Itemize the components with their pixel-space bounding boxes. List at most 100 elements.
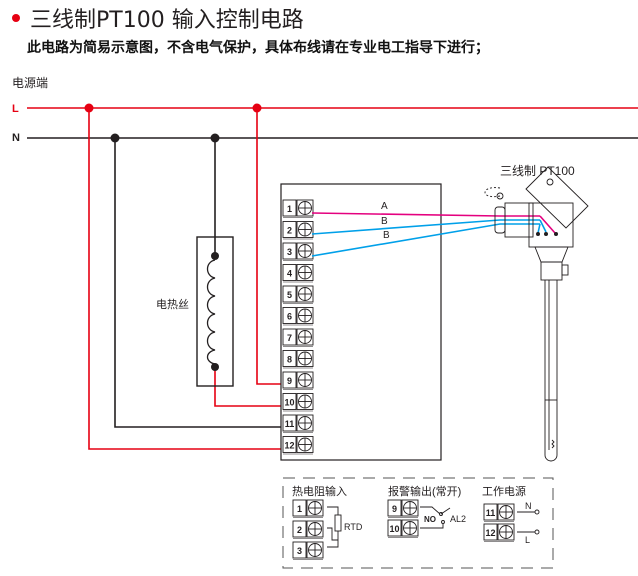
legend-power-title: 工作电源 <box>482 484 526 498</box>
neutral-line-label: N <box>12 132 20 144</box>
terminal-number: 5 <box>287 290 292 300</box>
heater-label: 电热丝 <box>156 298 189 311</box>
terminal-number-box <box>282 221 297 238</box>
page-title-text: 三线制PT100 输入控制电路 <box>30 8 304 33</box>
terminal-number-box <box>282 285 297 303</box>
terminal-number-box <box>292 499 307 517</box>
terminal-number: 9 <box>392 504 397 514</box>
legend-alarm-title: 报警输出(常开) <box>388 484 461 498</box>
terminal-number: 6 <box>287 312 292 322</box>
terminal-number-box <box>282 242 297 260</box>
wire-label-a: A <box>381 201 388 212</box>
legend-alarm-terminal-10[interactable]: 10 <box>387 519 419 538</box>
wire-live-to-12 <box>88 108 290 450</box>
wire-neutral-to-11 <box>114 138 290 428</box>
bullet-dot-icon <box>12 14 20 22</box>
power-supply-lines <box>517 509 540 535</box>
terminal-number-box <box>282 264 297 281</box>
terminal-number: 2 <box>287 226 292 236</box>
sensor-head-cover <box>525 166 589 229</box>
controller-terminal-1[interactable]: 1 <box>282 199 314 218</box>
legend-power-terminal-12[interactable]: 12 <box>483 523 515 542</box>
rtd-label: RTD <box>344 522 363 532</box>
sensor-head-inlet <box>504 202 534 238</box>
sensor-terminal-3 <box>554 232 558 236</box>
alarm-name-al2: AL2 <box>450 514 466 524</box>
controller-terminal-2[interactable]: 2 <box>282 221 314 240</box>
heater-element <box>196 236 234 387</box>
wire-live-to-9 <box>256 108 290 385</box>
sensor-wire-a-inner <box>539 215 556 234</box>
power-source-label: 电源端 <box>12 76 49 90</box>
wire-label-b1: B <box>381 216 388 227</box>
sensor-probe <box>544 280 558 462</box>
terminal-number: 7 <box>287 333 292 343</box>
rtd-symbol <box>327 506 342 548</box>
terminal-number-box <box>387 499 402 517</box>
controller-terminal-3[interactable]: 3 <box>282 242 314 261</box>
controller-terminal-12[interactable]: 12 <box>282 436 314 455</box>
pt100-sensor-icon <box>484 166 589 462</box>
terminal-number-box <box>282 371 297 389</box>
legend-alarm-terminal-9[interactable]: 9 <box>387 499 419 518</box>
terminal-number: 10 <box>284 398 294 408</box>
heater-coil-icon <box>206 259 216 365</box>
terminal-number-box <box>282 199 297 217</box>
terminal-number: 11 <box>285 419 295 429</box>
legend-rtd-terminal-1[interactable]: 1 <box>292 499 324 518</box>
sensor-screw-2 <box>546 178 554 186</box>
terminal-number-box <box>387 519 402 537</box>
controller-terminal-4[interactable]: 4 <box>282 264 314 283</box>
terminal-number: 1 <box>287 204 292 214</box>
terminal-number-box <box>282 393 297 410</box>
terminal-number: 3 <box>287 247 292 257</box>
sensor-chain <box>484 187 501 198</box>
controller-terminal-6[interactable]: 6 <box>282 307 314 326</box>
terminal-number: 4 <box>287 269 292 279</box>
sensor-element-icon <box>551 439 555 449</box>
terminal-number: 11 <box>486 508 496 518</box>
controller-terminal-5[interactable]: 5 <box>282 285 314 304</box>
controller-terminal-9[interactable]: 9 <box>282 371 314 390</box>
power-l-terminal-icon <box>534 529 540 535</box>
heater-terminal-bottom <box>211 363 219 371</box>
rtd-resistor-icon <box>334 514 342 532</box>
alarm-contact <box>420 506 451 529</box>
power-n-label: N <box>525 501 532 511</box>
sensor-wire-b1 <box>311 219 540 235</box>
legend-rtd-terminal-2[interactable]: 2 <box>292 520 324 539</box>
terminal-number-box <box>282 328 297 346</box>
controller-terminal-8[interactable]: 8 <box>282 350 314 369</box>
terminal-number-box <box>483 523 498 541</box>
sensor-fitting <box>540 261 563 281</box>
alarm-contact-no: NO <box>424 515 436 524</box>
switch-lever-icon <box>440 507 451 515</box>
legend-rtd-title: 热电阻输入 <box>292 484 347 498</box>
sensor-nameplate <box>561 264 569 276</box>
legend-rtd-terminal-3[interactable]: 3 <box>292 541 324 560</box>
controller-terminal-10[interactable]: 10 <box>282 393 314 412</box>
terminal-number-box <box>282 350 297 367</box>
sensor-wire-b2-inner <box>537 223 541 234</box>
terminal-number-box <box>282 307 297 324</box>
terminal-number: 10 <box>389 524 399 534</box>
terminal-number-box <box>282 436 297 453</box>
sensor-head-body <box>528 202 574 248</box>
terminal-number-box <box>483 503 498 521</box>
wire-label-b2: B <box>383 230 390 241</box>
terminal-number: 9 <box>287 376 292 386</box>
sensor-wire-b2 <box>311 223 540 257</box>
terminal-number: 2 <box>297 525 302 535</box>
terminal-number: 12 <box>284 441 294 451</box>
legend-power-terminal-11[interactable]: 11 <box>483 503 515 522</box>
controller-terminal-7[interactable]: 7 <box>282 328 314 347</box>
controller-terminal-11[interactable]: 11 <box>282 414 314 433</box>
disclaimer-text: 此电路为简易示意图，不含电气保护，具体布线请在专业电工指导下进行； <box>27 40 489 56</box>
page-title: 三线制PT100 输入控制电路 <box>12 2 304 34</box>
terminal-number-box <box>292 541 307 559</box>
terminal-number-box <box>282 414 297 432</box>
live-line-label: L <box>12 103 19 115</box>
